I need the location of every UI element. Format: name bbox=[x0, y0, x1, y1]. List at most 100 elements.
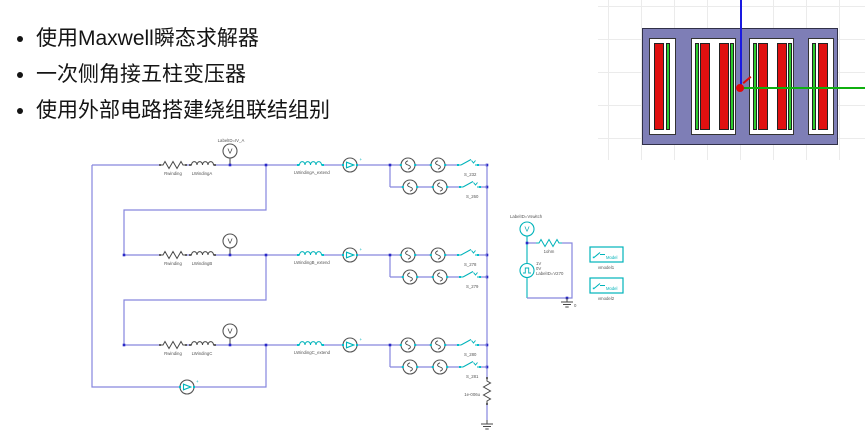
inductor-extend-label: LWindingC_extend bbox=[294, 350, 331, 355]
winding-bar-red bbox=[818, 43, 828, 130]
ac-source-icon bbox=[399, 247, 417, 263]
switch-icon bbox=[458, 181, 482, 189]
terminal-dot bbox=[214, 164, 216, 166]
model-block-text: Model bbox=[606, 255, 617, 260]
winding-bar-green bbox=[812, 43, 816, 130]
terminal-dot bbox=[189, 254, 191, 256]
ac-source-icon bbox=[429, 337, 447, 353]
terminal-dot bbox=[159, 254, 161, 256]
inductor-extend-label: LWindingA_extend bbox=[294, 170, 330, 175]
source-value: 1V bbox=[536, 261, 541, 266]
winding-bar-green bbox=[753, 43, 757, 130]
transformer-core bbox=[642, 28, 838, 145]
resistor-icon bbox=[159, 251, 187, 259]
winding-bar-green bbox=[730, 43, 734, 130]
polarity-mark: + bbox=[360, 247, 363, 252]
terminal-dot bbox=[342, 344, 344, 346]
inductor-extend-label: LWindingB_extend bbox=[294, 260, 330, 265]
terminal-dot bbox=[214, 254, 216, 256]
switch-icon bbox=[456, 159, 480, 167]
terminal-dot bbox=[185, 254, 187, 256]
ac-source-icon bbox=[399, 157, 417, 173]
terminal-dot bbox=[592, 287, 595, 290]
winding-bar-red bbox=[654, 43, 664, 130]
ac-source-icon bbox=[431, 269, 449, 285]
terminal-dot bbox=[486, 377, 488, 379]
junction-dot bbox=[264, 163, 268, 167]
ac-source-icon bbox=[401, 179, 419, 195]
switch-label: S_280 bbox=[464, 352, 477, 357]
collector-bus: 1e-006u bbox=[464, 163, 494, 430]
terminal-dot bbox=[486, 403, 488, 405]
model-block-label: vmodel1 bbox=[598, 265, 615, 270]
ac-source-icon bbox=[401, 269, 419, 285]
z-axis-line bbox=[740, 0, 742, 88]
switch-label: S_281 bbox=[466, 374, 479, 379]
vmodel-blocks: Model vmodel1 Model vmodel2 bbox=[589, 246, 624, 301]
bullet-list: 使用Maxwell瞬态求解器 一次侧角接五柱变压器 使用外部电路搭建绕组联结组别 bbox=[14, 26, 330, 134]
source-value: 0V bbox=[536, 266, 541, 271]
junction-dot bbox=[264, 253, 268, 257]
bullet-item: 使用外部电路搭建绕组联结组别 bbox=[36, 98, 330, 124]
shunt-resistor-label: 1e-006u bbox=[464, 392, 480, 397]
inductor-icon bbox=[189, 251, 216, 256]
winding-bar-red bbox=[777, 43, 787, 130]
terminal-dot bbox=[297, 344, 299, 346]
voltmeter-label: LabelID=IV_A bbox=[218, 138, 245, 143]
core-window bbox=[691, 38, 736, 135]
switch-icon bbox=[456, 339, 480, 347]
switch-label: S_260 bbox=[466, 194, 479, 199]
ac-source-icon bbox=[431, 179, 449, 195]
junction-dot bbox=[388, 163, 392, 167]
terminal-dot bbox=[592, 256, 595, 259]
core-window bbox=[649, 38, 676, 135]
inductor-extend-icon bbox=[297, 251, 324, 256]
winding-bar-red bbox=[758, 43, 768, 130]
model-block bbox=[589, 277, 624, 294]
phase-a-row: V LabelID=IV_A Rwinding LWindingA LWindi… bbox=[92, 138, 487, 199]
terminal-dot bbox=[185, 164, 187, 166]
model-block-text: Model bbox=[606, 286, 617, 291]
voltmeter-letter: V bbox=[524, 225, 529, 234]
bullet-item: 使用Maxwell瞬态求解器 bbox=[36, 26, 330, 52]
terminal-dot bbox=[322, 344, 324, 346]
phase-b-row: V Rwinding LWindingB LWindingB_extend + … bbox=[122, 233, 487, 289]
polarity-mark: + bbox=[360, 337, 363, 342]
model-block-label: vmodel2 bbox=[598, 296, 615, 301]
terminal-dot bbox=[179, 386, 181, 388]
x-axis-line bbox=[740, 87, 865, 89]
winding-bar-red bbox=[700, 43, 710, 130]
inductor-label: LWindingB bbox=[192, 261, 213, 266]
resistor-label: Rwinding bbox=[164, 351, 182, 356]
terminal-dot bbox=[342, 254, 344, 256]
ground-icon bbox=[480, 419, 494, 430]
winding-bar-green bbox=[788, 43, 792, 130]
terminal-dot bbox=[193, 386, 195, 388]
inductor-label: LWindingC bbox=[192, 351, 213, 356]
terminal-dot bbox=[159, 344, 161, 346]
resistor-label: Rwinding bbox=[164, 261, 182, 266]
resistor-icon bbox=[535, 239, 563, 247]
terminal-dot bbox=[322, 164, 324, 166]
ac-source-icon bbox=[429, 247, 447, 263]
core-window bbox=[808, 38, 834, 135]
inductor-icon bbox=[189, 341, 216, 346]
junction-dot bbox=[264, 343, 268, 347]
terminal-dot bbox=[159, 164, 161, 166]
terminal-dot bbox=[189, 344, 191, 346]
phase-c-row: V Rwinding LWindingC LWindingC_extend + … bbox=[122, 323, 487, 379]
voltmeter-label: LabelID=Vswitch bbox=[510, 214, 543, 219]
pulse-source-icon bbox=[519, 262, 535, 279]
terminal-dot bbox=[189, 164, 191, 166]
ac-source-icon bbox=[431, 359, 449, 375]
voltmeter-letter: V bbox=[227, 237, 232, 246]
delta-connection-wiring: + bbox=[91, 165, 267, 395]
winding-bar-green bbox=[695, 43, 699, 130]
junction-dot bbox=[228, 163, 232, 167]
switch-icon bbox=[593, 252, 605, 258]
terminal-dot bbox=[297, 254, 299, 256]
switch-icon bbox=[593, 283, 605, 289]
junction-dot bbox=[388, 253, 392, 257]
terminal-dot bbox=[356, 344, 358, 346]
